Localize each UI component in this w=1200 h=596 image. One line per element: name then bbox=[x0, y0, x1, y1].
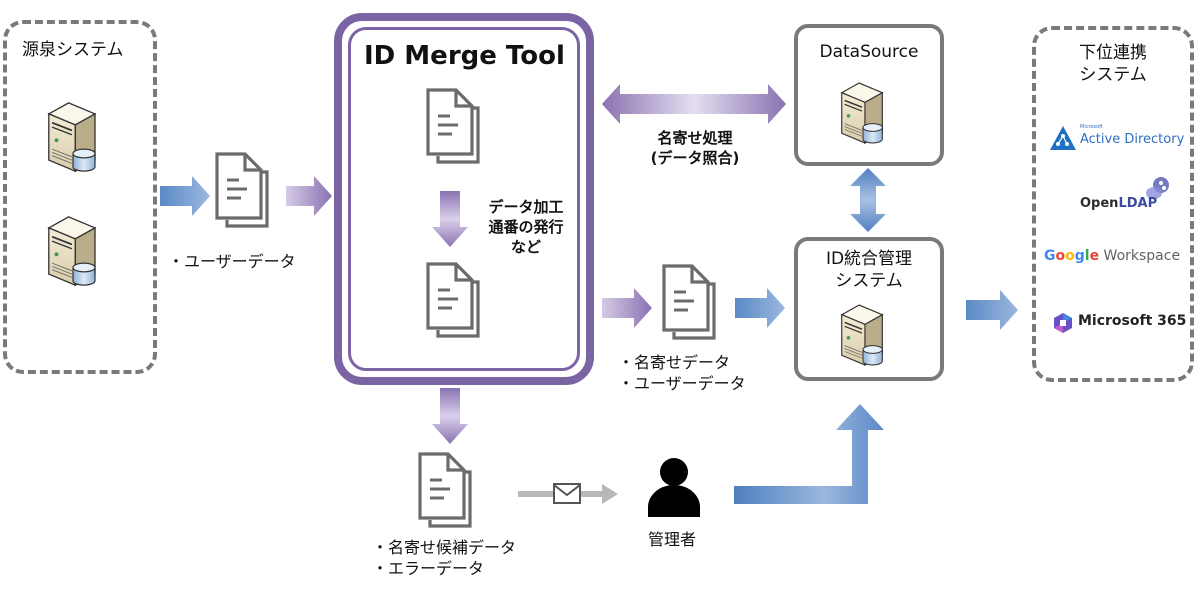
document-icon bbox=[213, 150, 277, 234]
arrow-idm-to-downstream bbox=[966, 290, 1018, 330]
id-management-title-line: システム bbox=[835, 271, 903, 291]
admin-label: 管理者 bbox=[648, 530, 697, 549]
microsoft-365-icon bbox=[1054, 313, 1072, 333]
process-label-line: データ加工 bbox=[488, 198, 564, 216]
downstream-title: 下位連携 システム bbox=[1032, 42, 1194, 86]
document-icon bbox=[416, 450, 480, 534]
openldap-name: OpenLDAP bbox=[1080, 196, 1158, 211]
merged-output-label: ・名寄せデータ ・ユーザーデータ bbox=[618, 352, 746, 394]
datasource-box bbox=[794, 24, 944, 166]
merged-output-line: ・ユーザーデータ bbox=[618, 374, 746, 393]
arrow-merge-to-candidates bbox=[432, 388, 468, 444]
microsoft-365-name: Microsoft 365 bbox=[1078, 313, 1187, 329]
source-systems-title: 源泉システム bbox=[22, 40, 124, 60]
person-icon bbox=[648, 458, 700, 517]
openldap-logo: OpenLDAP bbox=[1078, 176, 1178, 216]
google-workspace-name: Workspace bbox=[1103, 248, 1181, 264]
arrow-datasource-idm-bidirectional bbox=[850, 168, 886, 232]
downstream-title-line: 下位連携 bbox=[1079, 43, 1147, 63]
source-systems-group bbox=[3, 20, 157, 374]
datasource-title: DataSource bbox=[819, 42, 919, 62]
server-icon bbox=[834, 78, 892, 148]
arrow-output-to-idm bbox=[735, 288, 785, 328]
active-directory-icon bbox=[1050, 126, 1076, 150]
document-icon bbox=[424, 260, 488, 344]
merge-tool-title: ID Merge Tool bbox=[364, 41, 565, 71]
arrow-merge-to-output bbox=[602, 288, 652, 328]
id-management-title: ID統合管理 システム bbox=[794, 248, 944, 292]
process-label: データ加工 通番の発行 など bbox=[476, 197, 576, 257]
candidates-label: ・名寄せ候補データ ・エラーデータ bbox=[372, 537, 516, 579]
microsoft-365-logo: Microsoft 365 bbox=[1052, 310, 1186, 336]
arrow-admin-to-idm bbox=[734, 404, 884, 504]
process-label-line: など bbox=[510, 238, 541, 256]
matching-label-line: 名寄せ処理 bbox=[657, 129, 733, 147]
candidates-label-line: ・エラーデータ bbox=[372, 559, 485, 578]
downstream-title-line: システム bbox=[1079, 65, 1147, 85]
server-icon bbox=[40, 212, 106, 290]
arrow-userdata-to-merge-tool bbox=[286, 176, 332, 216]
id-management-title-line: ID統合管理 bbox=[825, 249, 913, 269]
arrow-matching-bidirectional bbox=[602, 84, 786, 124]
arrow-process-down bbox=[432, 191, 468, 247]
downstream-systems-group bbox=[1032, 26, 1194, 382]
candidates-label-line: ・名寄せ候補データ bbox=[372, 538, 517, 557]
server-icon bbox=[40, 98, 106, 176]
arrow-source-to-userdata bbox=[160, 176, 210, 216]
active-directory-logo: Microsoft Active Directory bbox=[1050, 124, 1184, 154]
active-directory-name: Active Directory bbox=[1080, 132, 1185, 147]
process-label-line: 通番の発行 bbox=[488, 218, 564, 236]
document-icon bbox=[660, 262, 724, 346]
matching-label-line: (データ照合) bbox=[650, 149, 740, 167]
server-icon bbox=[834, 300, 892, 370]
google-brand: Google bbox=[1044, 248, 1100, 264]
openldap-butterfly-icon bbox=[1146, 177, 1169, 199]
document-icon bbox=[424, 86, 488, 170]
merged-output-line: ・名寄せデータ bbox=[618, 353, 731, 372]
notification-arrow bbox=[518, 483, 618, 504]
matching-label: 名寄せ処理 (データ照合) bbox=[625, 128, 765, 168]
google-workspace-logo: Google Workspace bbox=[1044, 248, 1184, 268]
active-directory-vendor: Microsoft bbox=[1080, 124, 1103, 130]
user-data-label: ・ユーザーデータ bbox=[168, 252, 296, 271]
